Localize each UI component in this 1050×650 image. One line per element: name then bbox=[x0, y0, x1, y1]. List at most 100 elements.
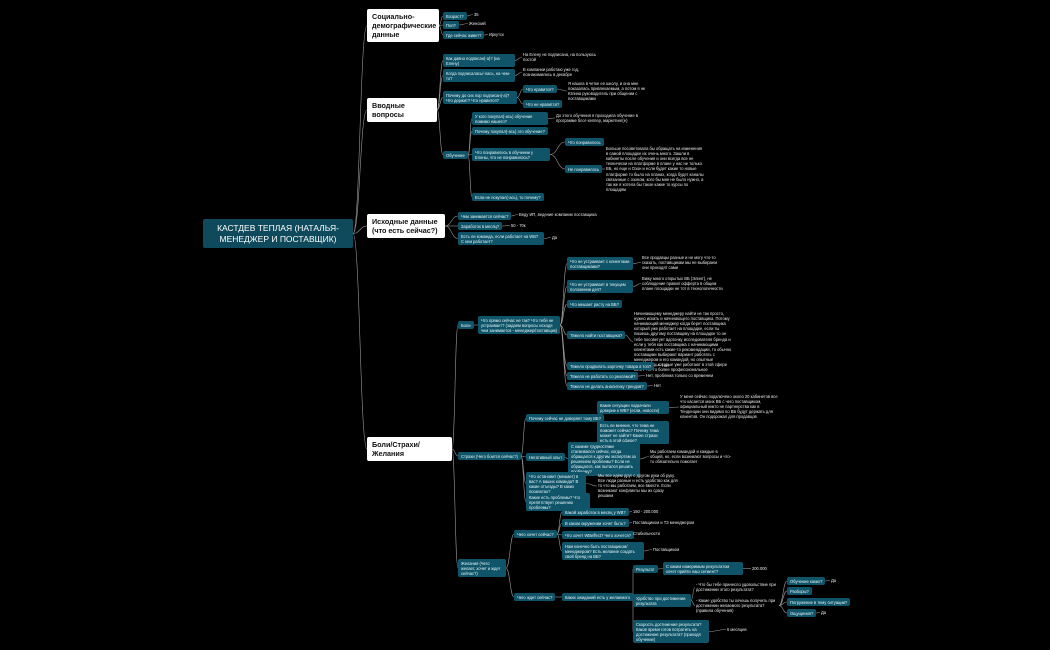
want-1-3-question[interactable]: Что хочет WBeffect? Чего хочется? bbox=[562, 531, 635, 540]
fears-question[interactable]: Страхи (Чего боится сейчас?) bbox=[458, 452, 521, 461]
connector-pain-2-question bbox=[559, 286, 568, 326]
intro-dislike-question[interactable]: Что не нравится? bbox=[523, 100, 563, 109]
pain-5-question[interactable]: Тяжело продвигать карточку товара в топ? bbox=[567, 362, 655, 371]
connector-fear-1-1-answer bbox=[668, 406, 680, 408]
achieve-2-text: - Какие удобство ты хочешь получить при … bbox=[696, 598, 776, 614]
pain-2-question[interactable]: Что не устраивает в текущем положении де… bbox=[567, 280, 633, 294]
current-team-question[interactable]: Есть ли команда, если работает на WB? С … bbox=[458, 232, 544, 246]
city-answer: Иркутск bbox=[489, 32, 504, 37]
connector-fear-1-question bbox=[520, 417, 527, 457]
current-team-answer: Да bbox=[552, 235, 558, 240]
connector-current-team-question bbox=[444, 225, 459, 239]
connector-intro-like-question bbox=[516, 88, 524, 98]
edu-liked-question[interactable]: Что понравилось в обучении у Елены, что … bbox=[472, 148, 550, 162]
intro-how-answer: На Елену не подписана, на пользуюсь пост… bbox=[523, 52, 597, 63]
intro-work-question[interactable]: Когда подписалась/-лась, на чем-то? bbox=[443, 69, 515, 83]
edu-would-buy-question[interactable]: Если не покупал(-ась), то почему? bbox=[472, 193, 544, 202]
connector-achieve-option-1-answer bbox=[824, 580, 831, 582]
connector-want-2-question bbox=[505, 567, 515, 598]
intro-how-question[interactable]: Как давно подписан(-а)? (на Елену) bbox=[443, 54, 515, 68]
edu-liked-no[interactable]: Не понравилось bbox=[565, 165, 603, 174]
result-1-answer: 200.000 bbox=[752, 566, 767, 571]
connector-result-1-question bbox=[657, 568, 664, 570]
connector-edu-why-bought-question bbox=[467, 130, 473, 156]
want-2-1-question[interactable]: Каких ожиданий есть у желаемого bbox=[562, 593, 634, 602]
category-socio[interactable]: Социально-демографические данные bbox=[367, 9, 439, 42]
pain-4-question[interactable]: Тяжело найти поставщика? bbox=[567, 331, 626, 340]
wants-question[interactable]: Желания (Чего желает, хочет и ждет сейча… bbox=[458, 559, 506, 578]
connector-fear-2-1-question bbox=[564, 456, 569, 460]
current-job-question[interactable]: Чем занимается сейчас? bbox=[458, 212, 512, 221]
fear-1-2-question[interactable]: Есть ли мнение, что тема не поможет сейч… bbox=[597, 421, 669, 445]
category-intro[interactable]: Вводные вопросы bbox=[367, 98, 437, 122]
intro-like-answer: Я нашла в четке ее школу, и она мне пока… bbox=[568, 81, 646, 102]
achieve-question[interactable]: Удобство при достижении результата bbox=[633, 594, 691, 608]
intro-edu-question[interactable]: Обучение bbox=[443, 151, 468, 160]
intro-why-question[interactable]: Почему до сих пор подписан(-а)? Что держ… bbox=[443, 91, 517, 105]
category-pains[interactable]: Боли/Страхи/Желания bbox=[367, 437, 452, 461]
result-1-question[interactable]: С каким измеримым результатом хочет прий… bbox=[663, 562, 743, 576]
connector-intro-work-question bbox=[436, 75, 444, 111]
pain-6-question[interactable]: Тяжело не работать со рекламой? bbox=[567, 372, 639, 381]
connector-want-1-4-question bbox=[556, 533, 563, 552]
root-node[interactable]: КАСТДЕВ ТЕПЛАЯ (НАТАЛЬЯ- МЕНЕДЖЕР И ПОСТ… bbox=[203, 219, 353, 249]
connector-want-1-4-answer bbox=[643, 549, 653, 552]
pain-1-answer: Все продавцы разные и не могу что-то ска… bbox=[642, 255, 718, 271]
pain-main-question[interactable]: Что прямо сейчас не так? Что тебя не уст… bbox=[478, 316, 560, 335]
connector-intro-work-answer bbox=[514, 71, 523, 76]
fear-4-question[interactable]: Какие есть проблемы? Что препятствует ре… bbox=[526, 493, 590, 512]
want-2-question[interactable]: Чего ждет сейчас? bbox=[514, 593, 556, 602]
connector-intro-why-question bbox=[436, 97, 444, 111]
sex-question[interactable]: Пол? bbox=[443, 21, 459, 30]
city-question[interactable]: Где сейчас живет? bbox=[443, 31, 485, 40]
want-1-1-question[interactable]: Какой заработок в месяц у WB? bbox=[562, 508, 629, 517]
connector-achieve-1-text bbox=[690, 586, 696, 601]
connector-pain-4-answer bbox=[624, 334, 634, 342]
speed-question[interactable]: Скорость достижения результата? Какое вр… bbox=[633, 620, 709, 644]
connector-want-1-2-answer bbox=[628, 522, 633, 524]
fear-3-question[interactable]: Что остановит (мешает) в вас? А ваших ко… bbox=[526, 472, 586, 496]
fear-2-question[interactable]: Негативный опыт bbox=[526, 453, 566, 462]
achieve-option-2[interactable]: Разборы? bbox=[787, 587, 812, 596]
pain-7-question[interactable]: Тяжело не делать аналитику трендов? bbox=[567, 382, 647, 391]
fear-2-1-question[interactable]: С какими трудностями сталкивался сейчас,… bbox=[568, 442, 640, 476]
connector-sex-answer bbox=[458, 23, 469, 26]
fear-1-1-question[interactable]: Какие ситуации подкачали доверие к WB? (… bbox=[597, 401, 669, 415]
result-question[interactable]: Результат bbox=[633, 565, 658, 574]
connector-pain-4-question bbox=[559, 324, 568, 336]
connector-intro-dislike-question bbox=[516, 97, 524, 105]
connector-pain-7-question bbox=[559, 324, 568, 387]
fear-3-answer: Мы все идем друг с другом руки об руку. … bbox=[598, 473, 678, 499]
edu-why-bought-question[interactable]: Почему покупал(-ась) это обучение? bbox=[472, 127, 548, 136]
pain-1-question[interactable]: Что не устраивает с клиентами поставщика… bbox=[567, 257, 633, 271]
connector-edu-liked-yes bbox=[549, 141, 566, 155]
connector-category-socio bbox=[352, 25, 368, 234]
edu-liked-answer: Больше посоветовала бы обращать на измен… bbox=[606, 146, 704, 192]
achieve-option-4[interactable]: Ощущения? bbox=[787, 609, 817, 618]
connector-pain-5-answer bbox=[653, 365, 662, 367]
connector-pain-1-answer bbox=[632, 262, 642, 264]
intro-like-question[interactable]: Что нравится? bbox=[523, 85, 557, 94]
connector-pain-question bbox=[451, 324, 459, 450]
achieve-option-1[interactable]: Обучение каких? bbox=[787, 577, 826, 586]
connector-intro-like-answer bbox=[556, 88, 568, 92]
connector-pain-6-answer bbox=[637, 375, 646, 377]
current-income-question[interactable]: Заработок в месяц? bbox=[458, 222, 503, 231]
category-current[interactable]: Исходные данные (что есть сейчас?) bbox=[367, 214, 445, 238]
current-income-answer: 50 - 70к bbox=[511, 223, 526, 228]
want-1-question[interactable]: Чего хочет сейчас? bbox=[514, 530, 557, 539]
connector-want-1-question bbox=[505, 533, 515, 569]
edu-bought-question[interactable]: У кого покупал(-ась) обучение помимо наш… bbox=[472, 112, 548, 126]
pain-3-question[interactable]: Что мешает расту на ВБ? bbox=[567, 300, 622, 309]
fear-1-question[interactable]: Почему сейчас не доверяет тому ВБ? bbox=[526, 414, 604, 423]
achieve-option-3[interactable]: Погружение в тему ситуации? bbox=[787, 598, 851, 607]
edu-liked-yes[interactable]: Что понравилось bbox=[565, 138, 604, 147]
connector-want-1-2-question bbox=[556, 522, 563, 535]
want-1-2-answer: Поставщиком и ТЗ менеджером bbox=[633, 520, 695, 525]
age-question[interactable]: Возраст? bbox=[443, 12, 467, 21]
want-1-4-question[interactable]: Нам конечно быть поставщиком/менеджером?… bbox=[562, 542, 644, 561]
want-1-2-question[interactable]: В каком окружении хочет быть? bbox=[562, 519, 629, 528]
achieve-option-4-answer: Да bbox=[821, 610, 827, 615]
pain-question[interactable]: Боли bbox=[458, 321, 474, 330]
fear-1-1-answer: У меня сейчас подключено около 20 кабине… bbox=[680, 394, 778, 420]
